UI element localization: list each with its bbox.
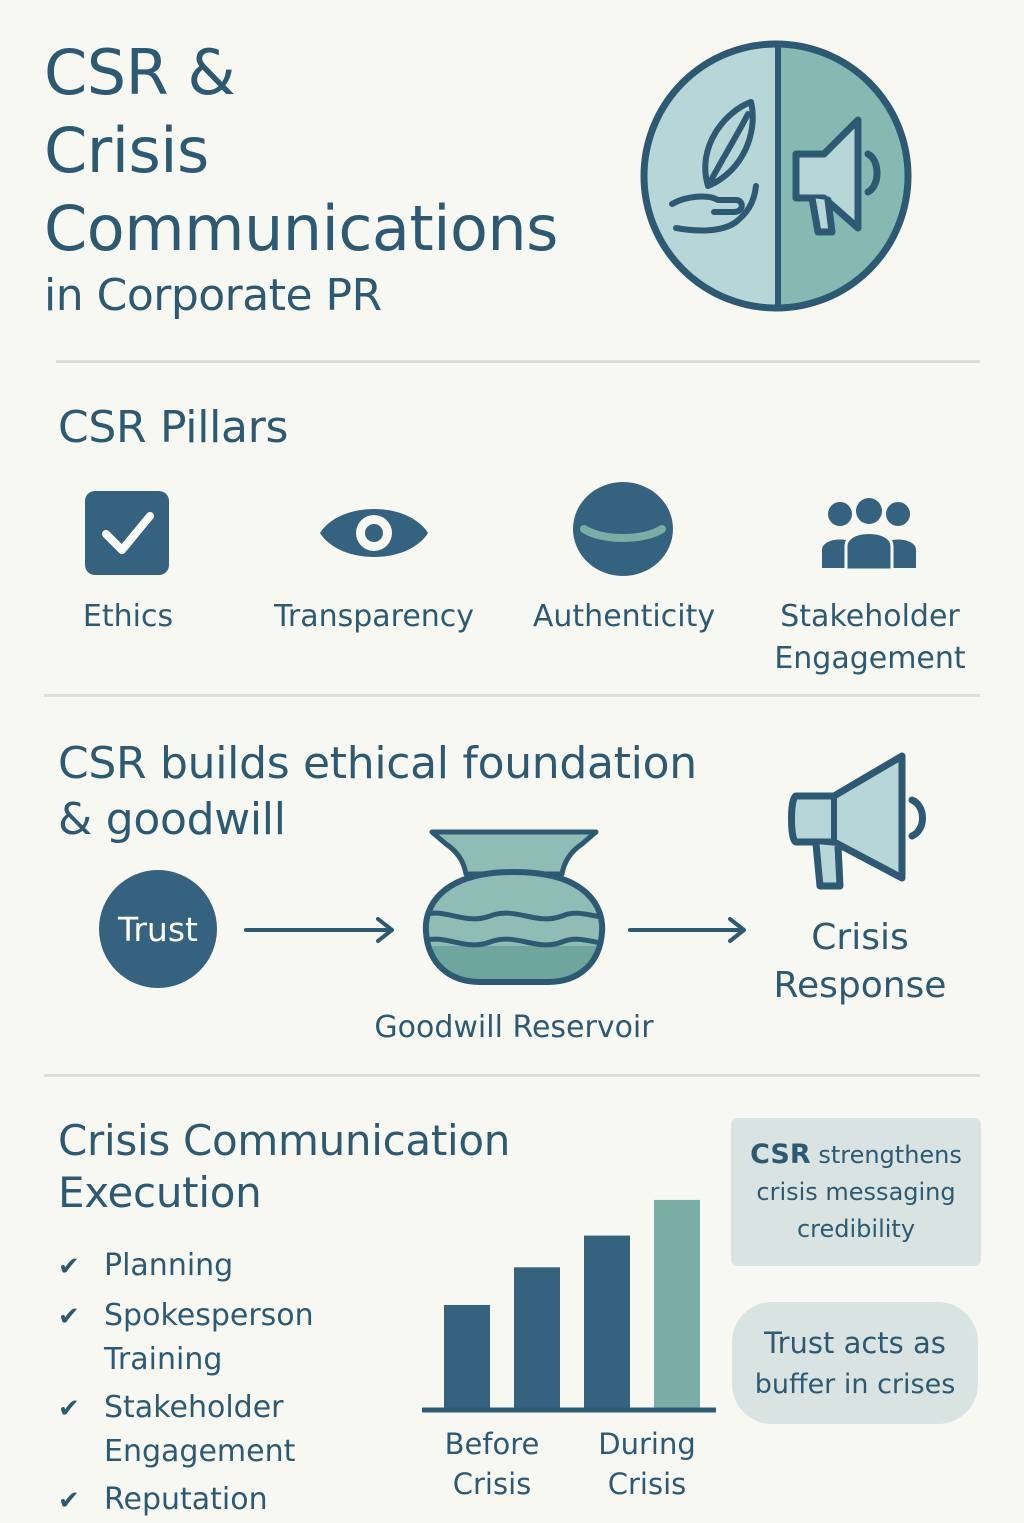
bar-label-line: Crisis	[452, 1467, 532, 1501]
bar-label-line: Before	[444, 1427, 540, 1461]
callout-text: strengthens	[818, 1141, 962, 1169]
pillars-title: CSR Pillars	[58, 402, 289, 453]
check-icon: ✔	[58, 1252, 80, 1282]
callout-text: buffer in crises	[754, 1369, 956, 1400]
checkbox-icon	[85, 491, 169, 575]
people-group-icon	[822, 498, 916, 570]
callout-text: crisis messaging	[756, 1178, 956, 1206]
title-line-3: Communications	[44, 192, 558, 265]
foundation-title-line1: CSR builds ethical foundation	[58, 738, 697, 789]
callout-trust-buffer: Trust acts as buffer in crises	[732, 1302, 978, 1424]
reservoir-label: Goodwill Reservoir	[374, 1010, 654, 1045]
title-line-1: CSR &	[44, 36, 236, 109]
trust-circle: Trust	[99, 870, 217, 988]
pillar-authenticity-label: Authenticity	[532, 599, 716, 634]
divider-3	[44, 1074, 980, 1077]
bar-label-before: Before Crisis	[426, 1424, 558, 1504]
megaphone-icon	[788, 752, 926, 890]
pillar-stakeholder-label-line2: Engagement	[774, 641, 966, 676]
sphere-icon	[573, 482, 673, 576]
megaphone-icon	[792, 116, 881, 236]
pillar-transparency-label: Transparency	[273, 599, 475, 634]
chart-bar-3	[584, 1235, 630, 1408]
check-icon: ✔	[58, 1394, 80, 1424]
title-line-2: Crisis	[44, 114, 209, 187]
arrow-right-icon	[628, 917, 746, 943]
checklist-item-text: Spokesperson	[104, 1298, 314, 1333]
crisis-response-label: Crisis Response	[740, 914, 980, 1010]
execution-title-line1: Crisis Communication	[58, 1116, 511, 1165]
csr-crisis-emblem	[640, 40, 912, 312]
callout-text: Trust acts as	[764, 1326, 946, 1360]
foundation-title-line2: & goodwill	[58, 794, 286, 845]
pillar-stakeholder-label: Stakeholder Engagement	[752, 596, 988, 680]
leaf-in-hand-icon	[669, 99, 759, 234]
bar-label-during: During Crisis	[580, 1424, 714, 1504]
trust-bar-chart	[422, 1199, 716, 1413]
pillar-ethics-label: Ethics	[82, 599, 174, 634]
checklist-item-text: Reputation	[104, 1482, 268, 1517]
divider-2	[44, 694, 980, 697]
checklist-item-reputation: ✔ Reputation	[58, 1478, 268, 1523]
trust-label: Trust	[118, 909, 198, 949]
checklist-item-text: Stakeholder	[104, 1390, 284, 1425]
chart-bar-4	[654, 1199, 700, 1408]
check-icon: ✔	[58, 1302, 80, 1332]
bar-label-line: During	[598, 1427, 696, 1461]
bar-label-line: Crisis	[607, 1467, 687, 1501]
crisis-response-line1: Crisis	[811, 917, 909, 958]
chart-bar-2	[514, 1267, 560, 1408]
goodwill-vase-icon	[422, 829, 606, 985]
chart-bar-1	[444, 1304, 490, 1408]
pillar-stakeholder-label-line1: Stakeholder	[780, 599, 960, 634]
checklist-item-text: Planning	[104, 1248, 234, 1283]
callout-bold-text: CSR	[750, 1139, 811, 1170]
checklist-item-planning: ✔ Planning	[58, 1244, 233, 1289]
divider-1	[56, 360, 980, 363]
arrow-right-icon	[244, 917, 394, 943]
page-subtitle: in Corporate PR	[44, 270, 382, 321]
execution-title-line2: Execution	[58, 1168, 262, 1217]
crisis-response-line2: Response	[773, 965, 947, 1006]
checklist-item-text: Engagement	[104, 1434, 296, 1469]
callout-csr-credibility: CSR strengthens crisis messaging credibi…	[731, 1118, 981, 1266]
check-icon: ✔	[58, 1486, 80, 1516]
callout-text: credibility	[796, 1215, 916, 1243]
checklist-item-text: Training	[104, 1342, 223, 1377]
eye-icon	[320, 509, 428, 557]
